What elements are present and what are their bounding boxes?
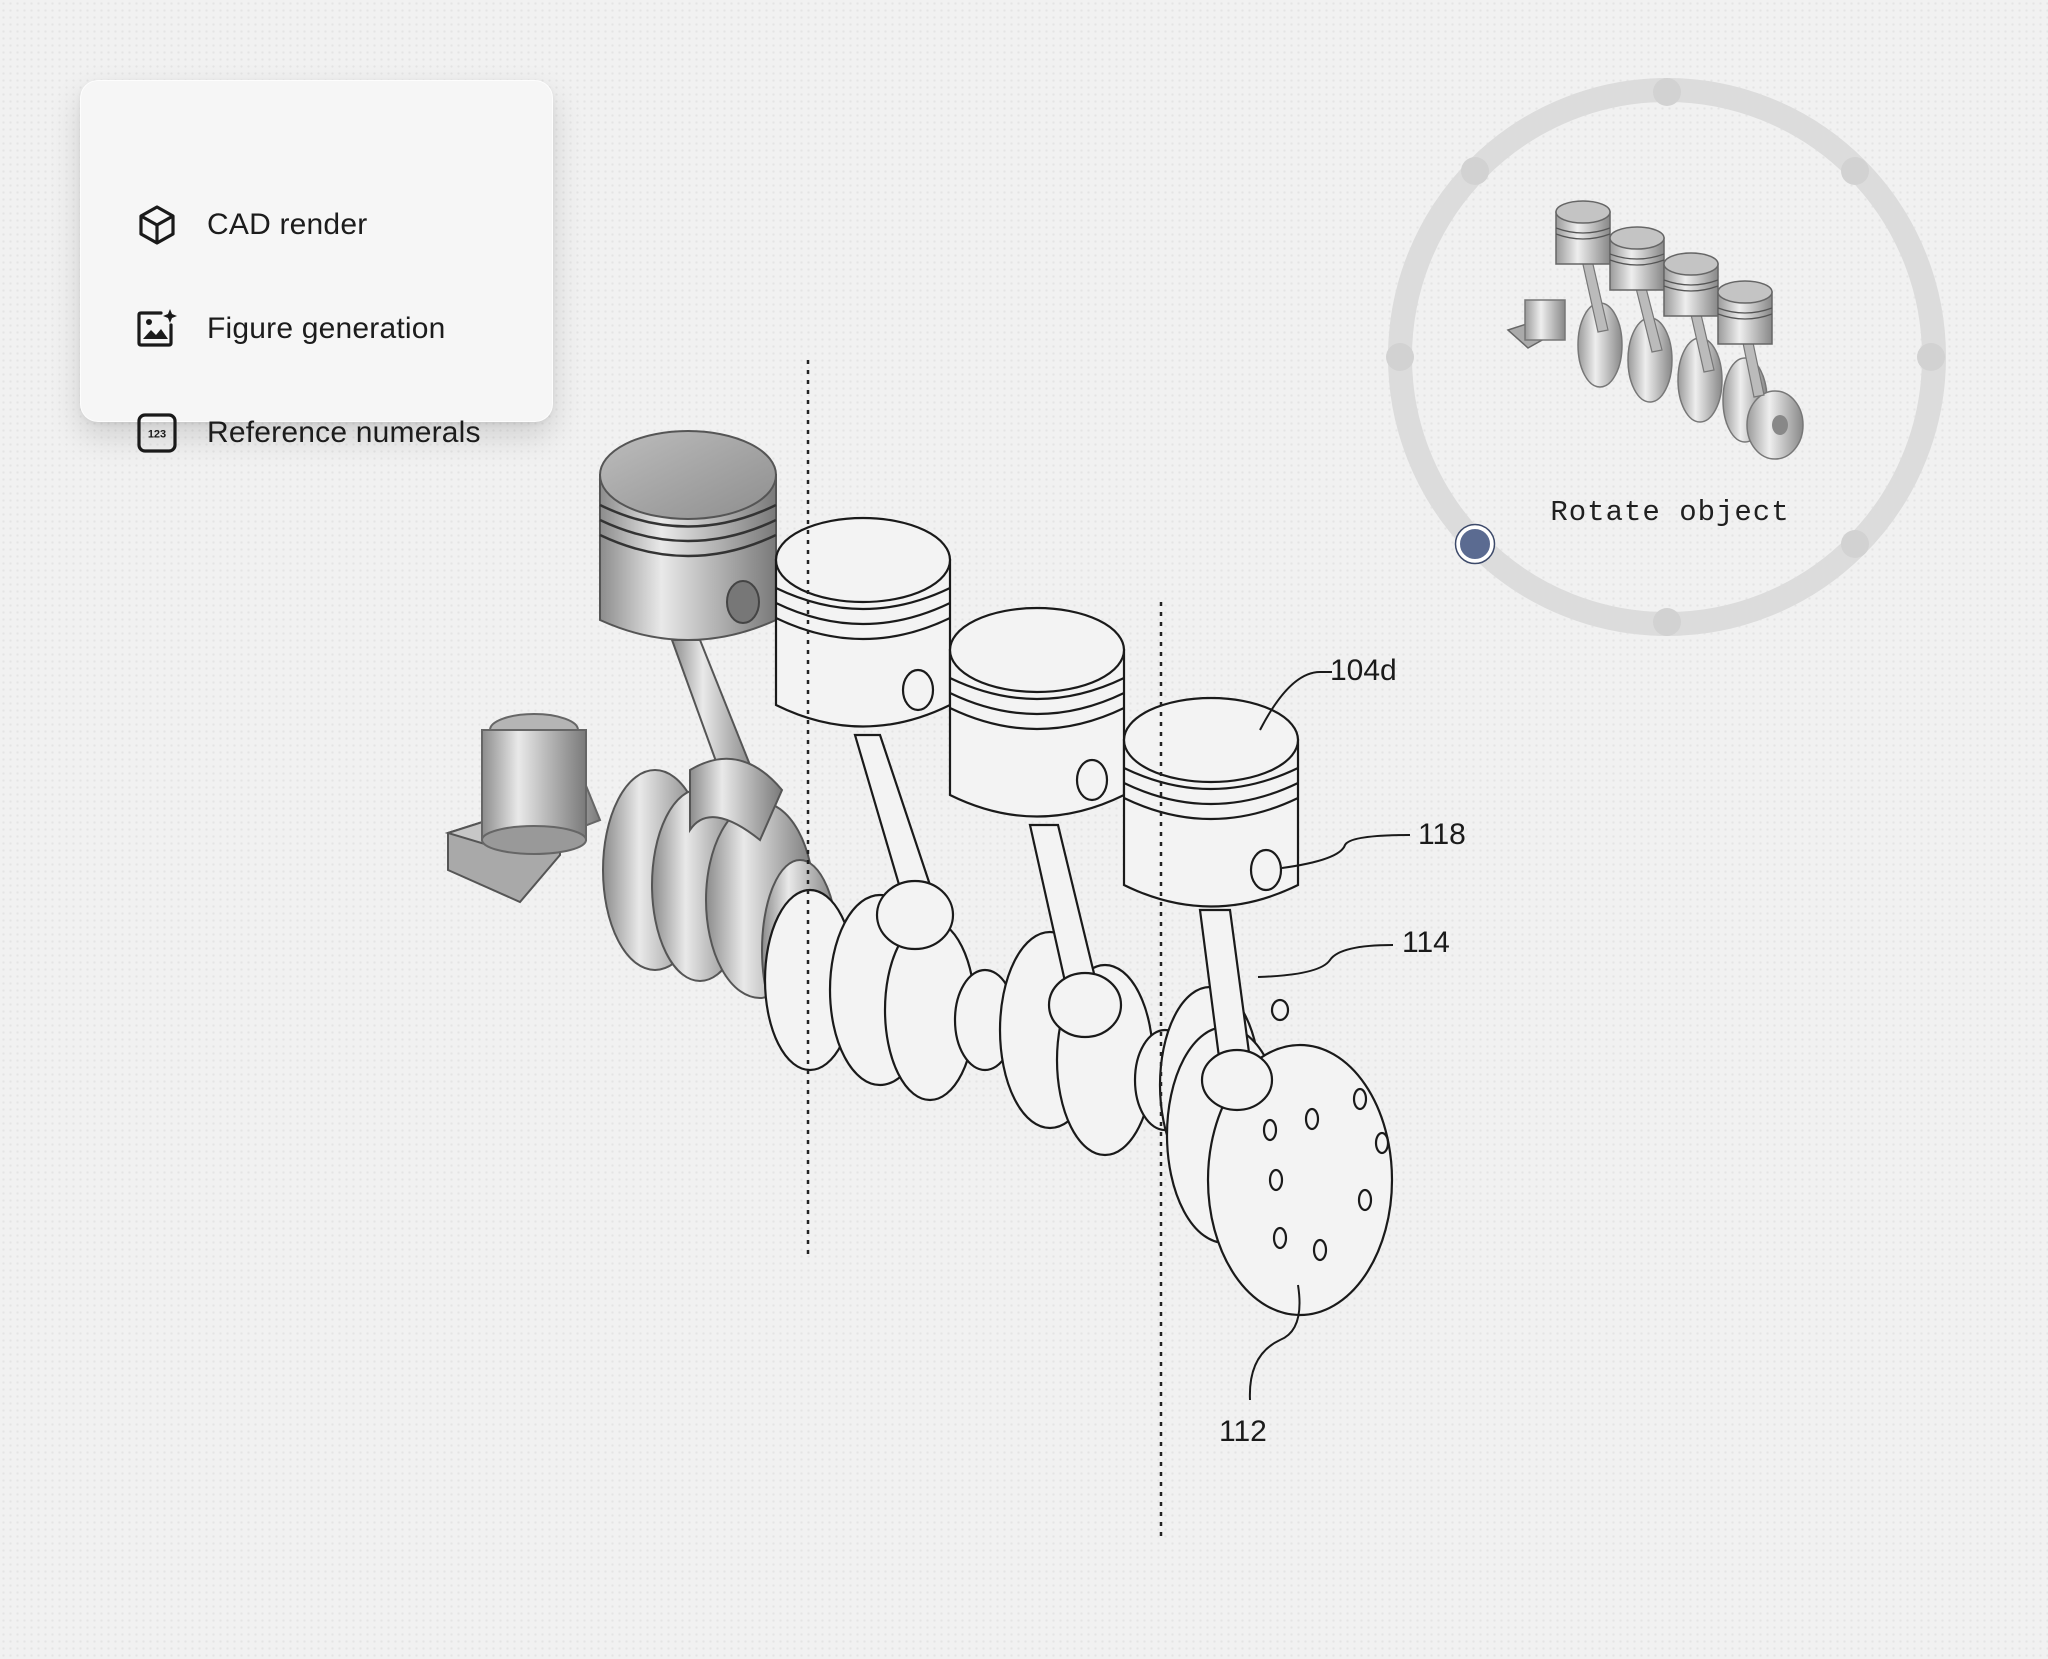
- rotate-object-label: Rotate object: [1550, 496, 1790, 529]
- svg-text:123: 123: [148, 429, 166, 441]
- tool-menu-card: CAD render Figure generation 123 Referen…: [80, 80, 553, 453]
- rotate-ring-ticks: [1386, 78, 1945, 636]
- reference-numeral-connecting-rod: 114: [1402, 926, 1450, 959]
- rotate-object-widget[interactable]: [1386, 78, 1946, 636]
- reference-numeral-piston: 104d: [1330, 654, 1397, 687]
- cad-render-section: [444, 430, 839, 1041]
- reference-numeral-crank-end: 112: [1219, 1415, 1267, 1448]
- menu-item-figure-generation[interactable]: Figure generation: [133, 299, 446, 359]
- patent-line-drawing: [763, 516, 1394, 1317]
- numbers-123-icon: 123: [133, 409, 181, 457]
- reference-numeral-pin-bore: 118: [1418, 818, 1466, 851]
- menu-item-label: CAD render: [207, 208, 368, 241]
- image-sparkle-icon: [133, 305, 181, 353]
- menu-item-reference-numerals[interactable]: 123 Reference numerals: [133, 403, 481, 463]
- menu-item-cad-render[interactable]: CAD render: [133, 195, 367, 255]
- cube-icon: [133, 201, 181, 249]
- menu-item-label: Reference numerals: [207, 416, 481, 449]
- menu-item-label: Figure generation: [207, 312, 446, 345]
- rotate-handle[interactable]: [1456, 525, 1494, 563]
- leader-lines: [1248, 671, 1411, 1401]
- engine-preview-thumbnail: [1506, 200, 1804, 460]
